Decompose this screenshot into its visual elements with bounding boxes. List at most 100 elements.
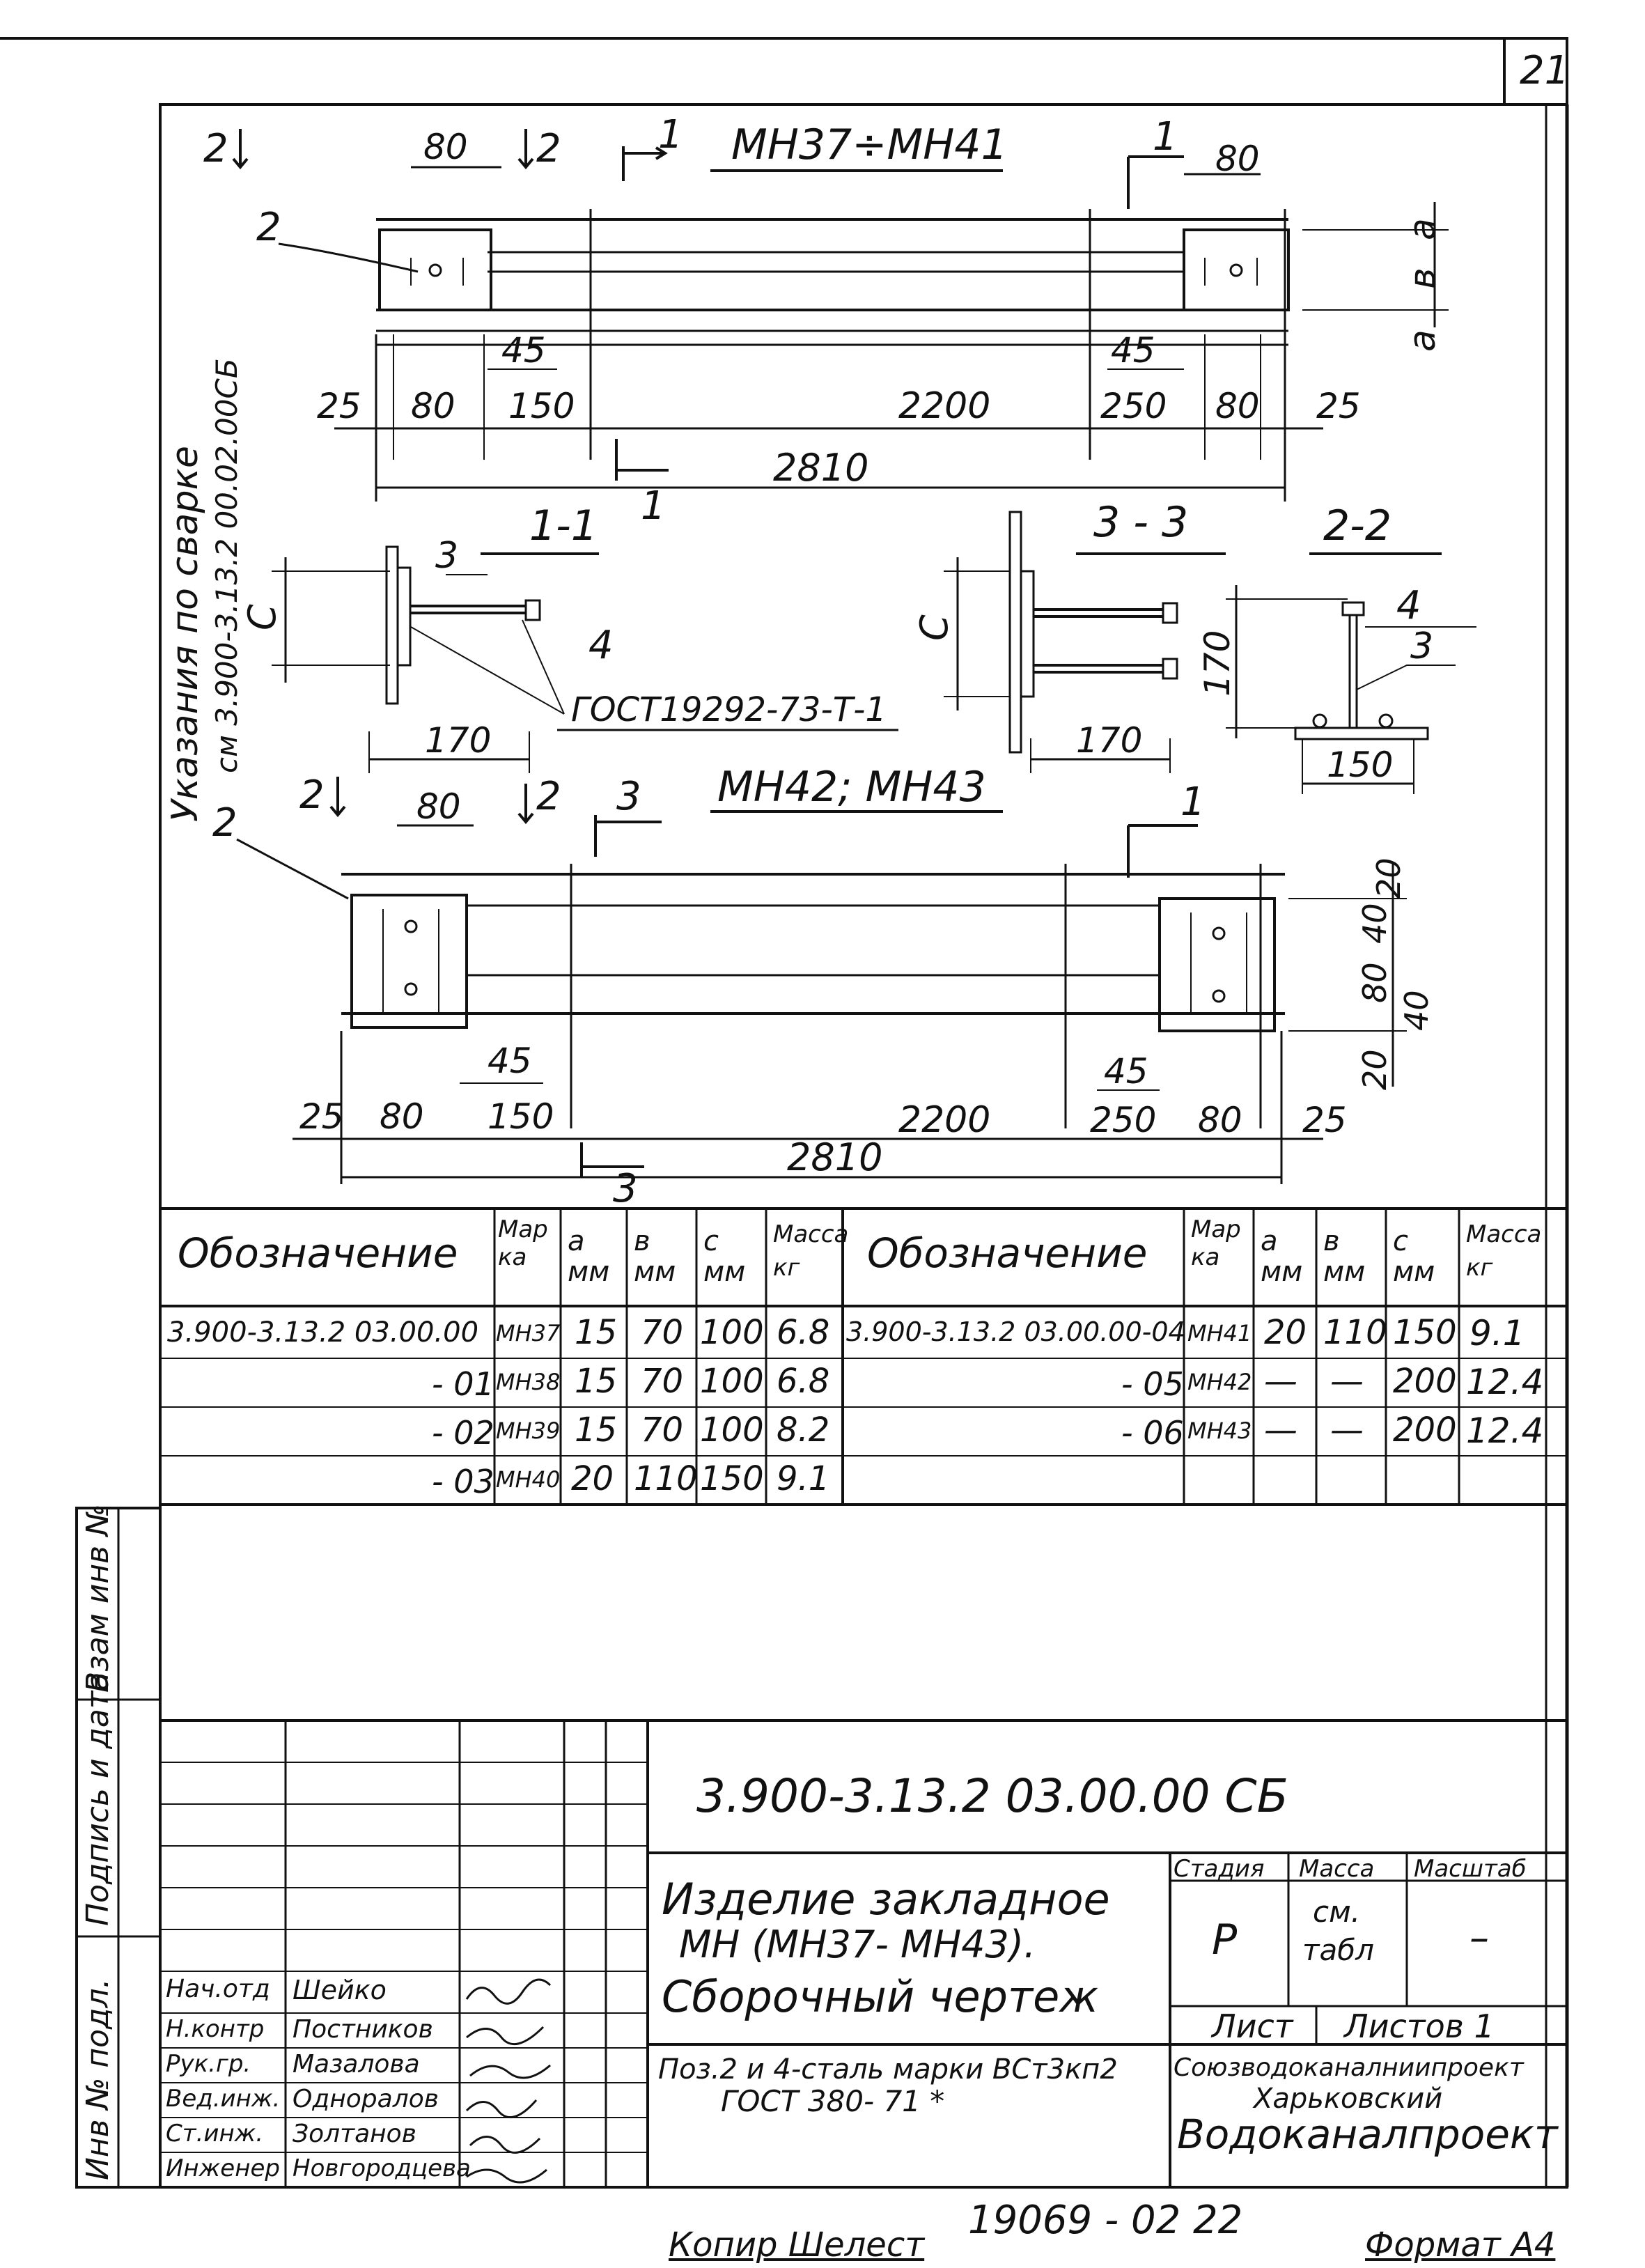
pos-1-label-bottom: 1 <box>1180 779 1206 825</box>
dim-250-bottom: 250 <box>1090 1100 1156 1140</box>
org-line1: Союзводоканалниипроект <box>1174 2053 1524 2082</box>
doc-name-line2: МН (МН37- МН43). <box>679 1923 1036 1966</box>
table-row-left-1-b: 70 <box>641 1362 684 1401</box>
pos-4-label-s2: 4 <box>1396 583 1421 628</box>
table-row-right-2-a: — <box>1264 1411 1297 1450</box>
table-row-left-2-mass: 8.2 <box>777 1411 830 1450</box>
table-row-right-0-a: 20 <box>1264 1313 1307 1352</box>
dim-a-top: a <box>1402 218 1444 240</box>
table-row-left-0-a: 15 <box>575 1313 618 1352</box>
dim-a-bottom: a <box>1402 329 1444 352</box>
table-row-left-1-a: 15 <box>575 1362 618 1401</box>
dim-c-left: C <box>240 604 284 630</box>
dim-25-br: 25 <box>1302 1100 1347 1140</box>
table-row-left-1-designation: - 01 <box>432 1365 494 1403</box>
stamp-inv-orig: Инв № подл. <box>80 1978 116 2180</box>
table-row-left-2-b: 70 <box>641 1411 684 1450</box>
table-row-left-2-c: 100 <box>700 1411 764 1450</box>
table-row-left-3-b: 110 <box>634 1459 698 1498</box>
section-1-1: 1-1 C 3 4 ГОСТ19292-73-Т-1 170 <box>240 502 898 773</box>
table-row-left-3-mark: МН40 <box>496 1466 561 1493</box>
dim-40-bottom: 40 <box>1398 990 1435 1031</box>
pos-2-label-bottom: 2 <box>212 800 237 846</box>
pos-4-label-s1: 4 <box>588 623 614 668</box>
table-row-left-2-mark: МН39 <box>496 1418 561 1444</box>
signer-name-3: Одноралов <box>293 2085 439 2113</box>
dim-80-chain-right: 80 <box>1215 386 1260 426</box>
section-mark-2-left: 2 <box>203 126 228 171</box>
mass-value-line1: см. <box>1313 1895 1361 1929</box>
table-row-left-2-a: 15 <box>575 1411 618 1450</box>
table-row-right-1-mark: МН42 <box>1187 1369 1252 1395</box>
table-row-right-2-b: — <box>1330 1411 1364 1450</box>
section-33-title: 3 - 3 <box>1093 498 1188 547</box>
weld-note: Указания по сварке см 3.900-3.13.2 00.02… <box>164 358 244 822</box>
signer-role-3: Вед.инж. <box>166 2085 281 2113</box>
section-2-2: 2-2 170 4 3 150 <box>1197 502 1476 794</box>
material-line1: Поз.2 и 4-сталь марки ВСт3кп2 <box>658 2053 1118 2086</box>
weld-note-line2: см 3.900-3.13.2 00.02.00СБ <box>210 358 244 773</box>
signer-role-2: Рук.гр. <box>166 2050 251 2078</box>
signatures <box>465 1978 552 2184</box>
dim-40-top: 40 <box>1356 903 1394 944</box>
pos-2-label: 2 <box>256 205 281 250</box>
signer-name-4: Золтанов <box>293 2120 416 2148</box>
sheet-number: 21 <box>1520 48 1569 93</box>
footer-number: 19069 - 02 22 <box>968 2198 1243 2243</box>
signer-name-0: Шейко <box>293 1975 387 2005</box>
dim-25-bl: 25 <box>299 1096 344 1137</box>
dim-150: 150 <box>508 386 575 426</box>
col-header-c-left: с мм <box>703 1225 746 1288</box>
bottom-title: МН42; МН43 <box>717 763 986 811</box>
col-header-designation-right: Обозначение <box>867 1229 1148 1277</box>
dim-170-s1: 170 <box>425 720 491 761</box>
col-header-b-left: в мм <box>634 1225 676 1288</box>
bottom-assembly-view: 2 80 2 3 МН42; МН43 1 2 <box>212 763 1435 1211</box>
dim-45-left: 45 <box>501 330 546 371</box>
dim-45-br: 45 <box>1104 1051 1148 1092</box>
section-mark-3-bottom: 3 <box>613 1166 638 1211</box>
table-row-right-0-b: 110 <box>1323 1313 1387 1352</box>
signer-role-5: Инженер <box>166 2154 280 2182</box>
table-row-left-1-mass: 6.8 <box>777 1362 830 1401</box>
doc-name-line1: Изделие закладное <box>662 1874 1110 1925</box>
table-row-right-0-c: 150 <box>1393 1313 1457 1352</box>
dim-2810: 2810 <box>773 446 868 490</box>
top-assembly-view: 2 80 2 1 МН37÷МН41 1 80 2 <box>203 112 1449 529</box>
signer-name-5: Новгородцева <box>293 2154 471 2182</box>
table-row-right-2-c: 200 <box>1393 1411 1457 1450</box>
section-3-3: 3 - 3 C 170 <box>912 498 1226 773</box>
section-mark-1-right: 1 <box>1153 114 1178 160</box>
col-header-b-right: в мм <box>1323 1225 1366 1288</box>
signer-name-2: Мазалова <box>293 2050 420 2079</box>
table-row-left-1-mark: МН38 <box>496 1369 561 1395</box>
dim-170-s3: 170 <box>1076 720 1142 761</box>
title-block-grid <box>160 1719 1567 2187</box>
dim-80-bottom-top: 80 <box>416 786 461 827</box>
dim-80-bl: 80 <box>380 1096 424 1137</box>
material-line2: ГОСТ 380- 71 * <box>721 2084 945 2118</box>
side-stamp: Взам инв № Подпись и дата Инв № подл. <box>75 1504 162 2189</box>
table-row-right-0-mass: 9.1 <box>1469 1313 1525 1353</box>
stamp-sign-date: Подпись и дата <box>80 1672 116 1926</box>
col-header-mark-right: Мар ка <box>1191 1215 1241 1271</box>
col-header-a-left: а мм <box>568 1225 610 1288</box>
dim-150-bl: 150 <box>488 1096 554 1137</box>
dim-c-mid: C <box>912 614 956 641</box>
table-row-right-1-a: — <box>1264 1362 1297 1401</box>
doc-name-line3: Сборочный чертеж <box>662 1971 1099 2022</box>
table-row-left-2-designation: - 02 <box>432 1414 494 1452</box>
table-row-left-0-mass: 6.8 <box>777 1313 830 1352</box>
doc-code: 3.900-3.13.2 03.00.00 СБ <box>696 1769 1288 1823</box>
table-row-left-0-c: 100 <box>700 1313 764 1352</box>
dim-2200-bottom: 2200 <box>898 1099 990 1141</box>
table-row-right-2-mass: 12.4 <box>1466 1411 1544 1451</box>
weld-gost: ГОСТ19292-73-Т-1 <box>571 690 887 729</box>
sheet-label: Лист <box>1212 2007 1293 2045</box>
dim-20-top: 20 <box>1370 857 1408 899</box>
signer-role-4: Ст.инж. <box>166 2120 264 2147</box>
org-line3: Водоканалпроект <box>1177 2111 1558 2158</box>
dim-45-right: 45 <box>1111 330 1155 371</box>
table-row-right-1-b: — <box>1330 1362 1364 1401</box>
